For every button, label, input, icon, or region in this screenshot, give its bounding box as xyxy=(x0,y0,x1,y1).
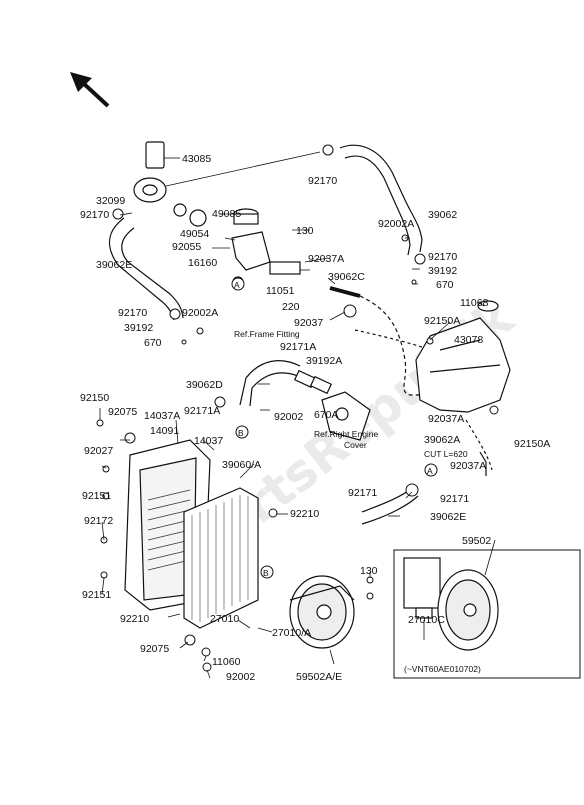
label-11060: 11060 xyxy=(212,656,241,668)
label-92170-c: 92170 xyxy=(428,251,457,263)
water-pump-cover xyxy=(293,369,371,441)
label-14037: 14037 xyxy=(194,435,223,447)
label-92037a-a: 92037A xyxy=(308,253,344,265)
front-direction-arrow-icon xyxy=(70,72,110,108)
label-92002a-a: 92002A xyxy=(378,218,414,230)
marker-a-1: A xyxy=(234,280,240,290)
label-39192-b: 39192 xyxy=(124,322,153,334)
label-43078: 43078 xyxy=(454,334,483,346)
label-130-a: 130 xyxy=(296,225,314,237)
label-92210-b: 92210 xyxy=(120,613,149,625)
label-92150a-b: 92150A xyxy=(514,438,550,450)
label-39062e-b: 39062E xyxy=(430,511,466,523)
label-92037a-c: 92037A xyxy=(450,460,486,472)
label-39062c: 39062C xyxy=(328,271,365,283)
label-39062-a: 39062 xyxy=(428,209,457,221)
label-670-b: 670 xyxy=(144,337,162,349)
label-92037a-b: 92037A xyxy=(428,413,464,425)
marker-b-1: B xyxy=(238,428,244,438)
label-cut: CUT L=620 xyxy=(424,449,468,459)
label-11051: 11051 xyxy=(266,285,295,297)
label-92150: 92150 xyxy=(80,392,109,404)
label-92075-b: 92075 xyxy=(140,643,169,655)
label-92002a-b: 92002A xyxy=(182,307,218,319)
label-130-b: 130 xyxy=(360,565,378,577)
label-ref-engine-1: Ref.Right Engine xyxy=(314,429,379,439)
label-32099: 32099 xyxy=(96,195,125,207)
label-92170-a: 92170 xyxy=(80,209,109,221)
label-670-a: 670 xyxy=(436,279,454,291)
label-16160: 16160 xyxy=(188,257,217,269)
label-39062a: 39062A xyxy=(424,434,460,446)
thermostat-housing xyxy=(133,141,207,227)
label-92151-b: 92151 xyxy=(82,589,111,601)
label-92172: 92172 xyxy=(84,515,113,527)
label-92171a-a: 92171A xyxy=(280,341,316,353)
label-92075-a: 92075 xyxy=(108,406,137,418)
label-670a: 670A xyxy=(314,409,339,421)
label-39192-a: 39192 xyxy=(428,265,457,277)
label-59502ae: 59502A/E xyxy=(296,671,342,683)
cooling-fan xyxy=(289,575,355,649)
label-92170-d: 92170 xyxy=(118,307,147,319)
label-92171a-b: 92171A xyxy=(184,405,220,417)
label-11068-a: 11068 xyxy=(460,297,489,309)
label-14091: 14091 xyxy=(150,425,179,437)
label-92027: 92027 xyxy=(84,445,113,457)
marker-b-2: B xyxy=(263,568,269,578)
label-39192a: 39192A xyxy=(306,355,342,367)
callout-labels: 43085 32099 92170 92170 39062 49085 4905… xyxy=(80,153,550,683)
label-220: 220 xyxy=(282,301,300,313)
reference-markers: A B A B xyxy=(231,277,438,579)
radiator-core xyxy=(183,487,259,629)
label-92210-a: 92210 xyxy=(290,508,319,520)
label-92037: 92037 xyxy=(294,317,323,329)
label-27010-a: 27010 xyxy=(210,613,239,625)
label-59502: 59502 xyxy=(462,535,491,547)
label-39062d: 39062D xyxy=(186,379,223,391)
label-92002-b: 92002 xyxy=(226,671,255,683)
label-92002-a: 92002 xyxy=(274,411,303,423)
label-ref-frame: Ref.Frame Fitting xyxy=(234,329,300,339)
label-27010a: 27010/A xyxy=(272,627,311,639)
label-ref-engine-2: Cover xyxy=(344,440,367,450)
label-92171-b: 92171 xyxy=(440,493,469,505)
label-39060a: 39060/A xyxy=(222,459,261,471)
label-27010c: 27010C xyxy=(408,614,445,626)
marker-a-2: A xyxy=(427,466,433,476)
label-vnt: (~VNT60AE010702) xyxy=(404,664,481,674)
label-92150a-a: 92150A xyxy=(424,315,460,327)
label-92170-b: 92170 xyxy=(308,175,337,187)
variant-inset xyxy=(393,549,581,679)
label-92055: 92055 xyxy=(172,241,201,253)
label-49085: 49085 xyxy=(212,208,241,220)
label-49054: 49054 xyxy=(180,228,209,240)
filler-neck xyxy=(231,208,301,288)
leader-lines xyxy=(99,151,496,679)
label-92171-a: 92171 xyxy=(348,487,377,499)
label-39062e-a: 39062E xyxy=(96,259,132,271)
label-92151-a: 92151 xyxy=(82,490,111,502)
label-14037a: 14037A xyxy=(144,410,180,422)
reservoir-tank xyxy=(415,300,511,413)
label-43085: 43085 xyxy=(182,153,211,165)
